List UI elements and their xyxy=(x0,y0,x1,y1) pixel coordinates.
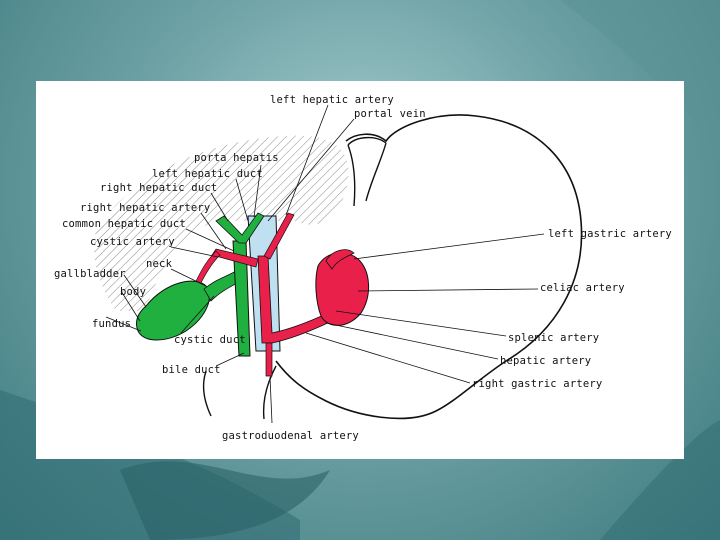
label-right-hepatic-artery: right hepatic artery xyxy=(80,202,210,214)
gastroduodenal-artery xyxy=(266,343,272,376)
label-splenic-artery: splenic artery xyxy=(508,332,599,344)
label-fundus: fundus xyxy=(92,318,131,330)
esophagus-outline xyxy=(348,138,386,206)
label-left-hepatic-artery: left hepatic artery xyxy=(270,94,394,106)
label-left-hepatic-duct: left hepatic duct xyxy=(152,168,263,180)
diagram-panel: left hepatic artery portal vein porta he… xyxy=(36,81,684,459)
label-right-gastric-artery: right gastric artery xyxy=(472,378,602,390)
label-neck: neck xyxy=(146,258,173,270)
label-hepatic-artery: hepatic artery xyxy=(500,355,591,367)
label-porta-hepatis: porta hepatis xyxy=(194,152,279,164)
label-gallbladder: gallbladder xyxy=(54,268,126,280)
cystic-artery xyxy=(196,251,220,283)
label-celiac-artery: celiac artery xyxy=(540,282,625,294)
label-portal-vein: portal vein xyxy=(354,108,426,120)
label-body: body xyxy=(120,286,146,298)
label-common-hepatic-duct: common hepatic duct xyxy=(62,218,186,230)
label-gastroduodenal-artery: gastroduodenal artery xyxy=(222,430,359,442)
anatomy-diagram: left hepatic artery portal vein porta he… xyxy=(36,81,684,459)
label-cystic-duct: cystic duct xyxy=(174,334,246,346)
label-left-gastric-artery: left gastric artery xyxy=(548,228,672,240)
label-cystic-artery: cystic artery xyxy=(90,236,175,248)
label-right-hepatic-duct: right hepatic duct xyxy=(100,182,217,194)
label-bile-duct: bile duct xyxy=(162,364,221,376)
